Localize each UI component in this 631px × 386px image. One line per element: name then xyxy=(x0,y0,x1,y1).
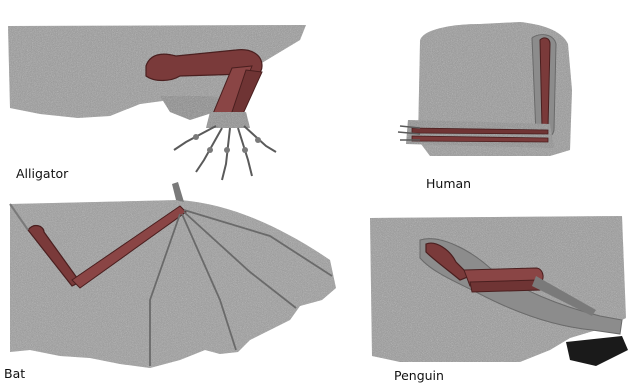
alligator-digits xyxy=(174,126,276,180)
penguin-panel: Penguin xyxy=(360,210,631,386)
human-label: Human xyxy=(426,176,471,191)
human-panel: Human xyxy=(390,0,631,195)
penguin-illustration xyxy=(360,210,631,386)
bat-panel: Bat xyxy=(0,180,350,386)
alligator-label: Alligator xyxy=(16,166,68,181)
human-illustration xyxy=(390,0,631,195)
human-humerus xyxy=(540,38,550,128)
bat-illustration xyxy=(0,180,350,386)
bat-wing-membrane xyxy=(10,200,336,368)
bat-label: Bat xyxy=(4,366,25,381)
penguin-label: Penguin xyxy=(394,368,444,383)
alligator-panel: Alligator xyxy=(0,0,320,195)
